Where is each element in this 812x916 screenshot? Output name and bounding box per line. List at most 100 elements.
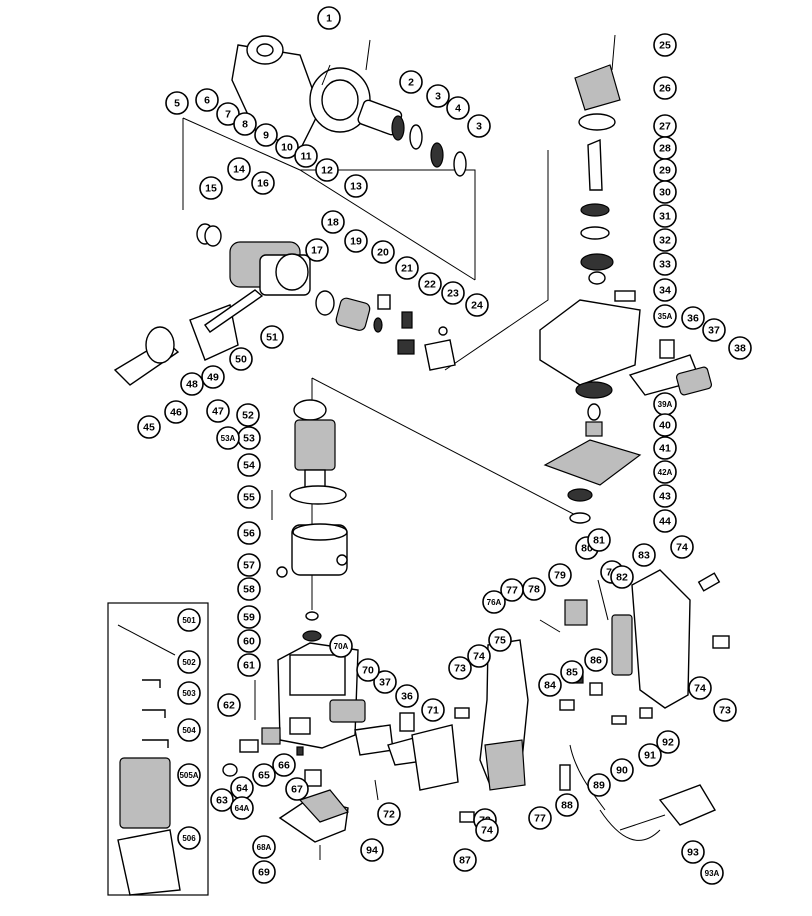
callout-37: 37 bbox=[702, 318, 726, 342]
callout-number: 505A bbox=[179, 771, 198, 780]
callout-circle bbox=[230, 796, 254, 820]
callout-number: 66 bbox=[278, 760, 290, 772]
callout-number: 88 bbox=[561, 800, 573, 812]
callout-73: 73 bbox=[448, 656, 472, 680]
callout-number: 38 bbox=[734, 343, 746, 355]
callout-number: 63 bbox=[216, 795, 228, 807]
callout-number: 69 bbox=[258, 867, 270, 879]
callout-number: 68A bbox=[257, 843, 272, 852]
callout-circle bbox=[237, 577, 261, 601]
callout-circle bbox=[237, 521, 261, 545]
callout-number: 3 bbox=[476, 121, 482, 133]
callout-32: 32 bbox=[653, 228, 677, 252]
callout-circle bbox=[560, 660, 584, 684]
callout-77: 77 bbox=[528, 806, 552, 830]
callout-number: 34 bbox=[659, 285, 671, 297]
callout-number: 35A bbox=[658, 312, 673, 321]
callout-12: 12 bbox=[315, 158, 339, 182]
callout-circle bbox=[653, 304, 677, 328]
callout-number: 74 bbox=[473, 651, 485, 663]
callout-circle bbox=[653, 76, 677, 100]
callout-8: 8 bbox=[233, 112, 257, 136]
callout-64: 64 bbox=[230, 776, 254, 800]
callout-63: 63 bbox=[210, 788, 234, 812]
callout-circle bbox=[426, 84, 450, 108]
callout-number: 36 bbox=[687, 313, 699, 325]
callout-circle bbox=[418, 272, 442, 296]
callout-circle bbox=[344, 229, 368, 253]
callout-74: 74 bbox=[467, 644, 491, 668]
callout-number: 29 bbox=[659, 165, 671, 177]
callout-circle bbox=[329, 634, 353, 658]
callout-number: 46 bbox=[170, 407, 182, 419]
callout-number: 87 bbox=[459, 855, 471, 867]
callout-56: 56 bbox=[237, 521, 261, 545]
callout-number: 36 bbox=[401, 691, 413, 703]
callout-number: 39A bbox=[658, 400, 673, 409]
callout-17: 17 bbox=[305, 238, 329, 262]
callout-number: 65 bbox=[258, 770, 270, 782]
callout-83: 83 bbox=[632, 543, 656, 567]
callout-50: 50 bbox=[229, 347, 253, 371]
callout-number: 30 bbox=[659, 187, 671, 199]
callout-42A: 42A bbox=[653, 460, 677, 484]
callout-circle bbox=[399, 70, 423, 94]
callout-circle bbox=[317, 6, 341, 30]
callout-44: 44 bbox=[653, 509, 677, 533]
callout-number: 2 bbox=[408, 77, 414, 89]
callout-84: 84 bbox=[538, 673, 562, 697]
callout-number: 15 bbox=[205, 183, 217, 195]
callout-number: 73 bbox=[454, 663, 466, 675]
callout-circle bbox=[233, 112, 257, 136]
callout-number: 503 bbox=[182, 689, 196, 698]
callout-28: 28 bbox=[653, 136, 677, 160]
callout-number: 42A bbox=[658, 468, 673, 477]
callout-number: 51 bbox=[266, 332, 278, 344]
callout-circle bbox=[653, 180, 677, 204]
callout-number: 84 bbox=[544, 680, 556, 692]
callout-68A: 68A bbox=[252, 835, 276, 859]
callout-number: 85 bbox=[566, 667, 578, 679]
callout-circle bbox=[275, 135, 299, 159]
callout-number: 71 bbox=[427, 705, 439, 717]
callout-number: 43 bbox=[659, 491, 671, 503]
callout-number: 55 bbox=[243, 492, 255, 504]
callout-76A: 76A bbox=[482, 590, 506, 614]
callout-circle bbox=[587, 528, 611, 552]
callout-circle bbox=[252, 835, 276, 859]
callout-circle bbox=[360, 838, 384, 862]
callout-number: 5 bbox=[174, 98, 180, 110]
callout-number: 78 bbox=[528, 584, 540, 596]
callout-53: 53 bbox=[237, 426, 261, 450]
callout-number: 77 bbox=[534, 813, 546, 825]
callout-10: 10 bbox=[275, 135, 299, 159]
callout-circle bbox=[252, 763, 276, 787]
callout-number: 23 bbox=[447, 288, 459, 300]
callout-circle bbox=[482, 590, 506, 614]
callout-circle bbox=[441, 281, 465, 305]
callout-circle bbox=[728, 336, 752, 360]
callout-circle bbox=[227, 157, 251, 181]
callout-number: 48 bbox=[186, 379, 198, 391]
callout-circle bbox=[377, 802, 401, 826]
callout-40: 40 bbox=[653, 413, 677, 437]
callout-circle bbox=[465, 293, 489, 317]
callout-81: 81 bbox=[587, 528, 611, 552]
callout-number: 6 bbox=[204, 95, 210, 107]
callout-47: 47 bbox=[206, 399, 230, 423]
callout-59: 59 bbox=[237, 605, 261, 629]
callout-circle bbox=[638, 743, 662, 767]
callout-69: 69 bbox=[252, 860, 276, 884]
callout-25: 25 bbox=[653, 33, 677, 57]
callout-503: 503 bbox=[177, 681, 201, 705]
callout-57: 57 bbox=[237, 553, 261, 577]
callout-number: 27 bbox=[659, 121, 671, 133]
callout-number: 75 bbox=[494, 635, 506, 647]
callout-75: 75 bbox=[488, 628, 512, 652]
callout-number: 45 bbox=[143, 422, 155, 434]
callout-circle bbox=[653, 413, 677, 437]
callout-61: 61 bbox=[237, 653, 261, 677]
callout-number: 17 bbox=[311, 245, 323, 257]
callout-number: 94 bbox=[366, 845, 378, 857]
